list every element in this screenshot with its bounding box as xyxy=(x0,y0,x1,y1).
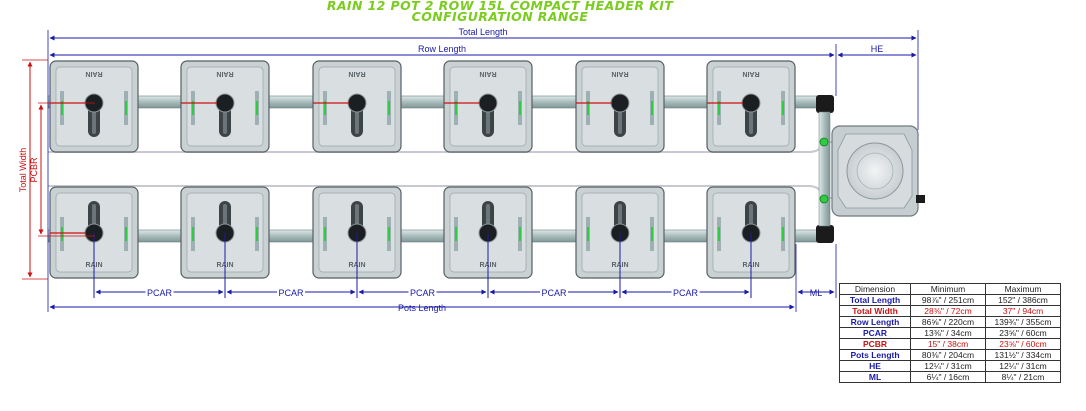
pot-top-1: RAIN xyxy=(49,60,139,153)
pcar-dimension-1: PCAR xyxy=(95,287,224,298)
pot-brand-label: RAIN xyxy=(742,70,759,77)
pot-top-3: RAIN xyxy=(312,60,402,153)
pot-bottom-4: RAIN xyxy=(443,186,533,298)
dimension-name-cell: Pots Length xyxy=(839,349,911,361)
maximum-cell: 12¼" / 31cm xyxy=(985,360,1061,372)
dimension-name-cell: Total Length xyxy=(839,294,911,306)
total-length-dimension: Total Length xyxy=(47,27,919,312)
green-fitting-top xyxy=(819,137,829,147)
col-header-dimension: Dimension xyxy=(839,283,911,295)
elbow-top xyxy=(816,95,834,113)
total-length-label: Total Length xyxy=(458,27,507,37)
pot-top-2: RAIN xyxy=(180,60,270,153)
pcar-label: PCAR xyxy=(278,288,304,298)
pot-bottom-3: RAIN xyxy=(312,186,402,298)
pot-brand-label: RAIN xyxy=(216,70,233,77)
minimum-cell: 28⅜" / 72cm xyxy=(910,305,986,317)
maximum-cell: 8¼" / 21cm xyxy=(985,371,1061,383)
ml-label: ML xyxy=(810,288,823,298)
pot-top-4: RAIN xyxy=(443,60,533,153)
total-width-label: Total Width xyxy=(18,148,28,193)
pot-brand-label: RAIN xyxy=(479,70,496,77)
dimension-name-cell: ML xyxy=(839,371,911,383)
header-tank xyxy=(831,125,925,217)
minimum-cell: 86⅝" / 220cm xyxy=(910,316,986,328)
pots-length-label: Pots Length xyxy=(398,303,446,313)
title-line-1: RAIN 12 POT 2 ROW 15L COMPACT HEADER KIT xyxy=(326,0,674,13)
row-length-label: Row Length xyxy=(418,44,466,54)
vertical-return-pipe xyxy=(818,111,831,227)
pot-brand-label: RAIN xyxy=(348,70,365,77)
table-header-row: Dimension Minimum Maximum xyxy=(839,283,1061,295)
pots-length-dimension: Pots Length xyxy=(49,303,795,313)
pcar-dimensions: PCAR PCAR PCAR PCAR PCAR xyxy=(95,287,750,298)
dimension-name-cell: Total Width xyxy=(839,305,911,317)
he-dimension: HE xyxy=(837,44,917,58)
minimum-cell: 98⅞" / 251cm xyxy=(910,294,986,306)
pcar-label: PCAR xyxy=(147,288,173,298)
pcbr-label: PCBR xyxy=(29,157,39,183)
pot-bottom-1: RAIN xyxy=(49,186,139,298)
pcar-label: PCAR xyxy=(541,288,567,298)
pot-bottom-6: RAIN xyxy=(706,186,796,298)
minimum-cell: 15" / 38cm xyxy=(910,338,986,350)
minimum-cell: 13⅜" / 34cm xyxy=(910,327,986,339)
col-header-maximum: Maximum xyxy=(985,283,1061,295)
pcar-dimension-2: PCAR xyxy=(226,287,356,298)
elbow-bottom xyxy=(816,225,834,243)
pot-brand-label: RAIN xyxy=(85,70,102,77)
maximum-cell: 37" / 94cm xyxy=(985,305,1061,317)
pcar-dimension-3: PCAR xyxy=(358,287,487,298)
minimum-cell: 6¼" / 16cm xyxy=(910,371,986,383)
maximum-cell: 139¾" / 355cm xyxy=(985,316,1061,328)
title-line-2: CONFIGURATION RANGE xyxy=(411,9,589,24)
minimum-cell: 80⅜" / 204cm xyxy=(910,349,986,361)
maximum-cell: 152" / 386cm xyxy=(985,294,1061,306)
pot-bottom-2: RAIN xyxy=(180,186,270,298)
diagram-title: RAIN 12 POT 2 ROW 15L COMPACT HEADER KIT… xyxy=(0,0,1000,24)
pot-grid: RAIN RAIN RAIN RAIN RAIN RAIN RAIN RAIN RAIN RAIN… xyxy=(49,60,796,298)
row-length-dimension: Row Length xyxy=(49,44,837,96)
pcar-dimension-5: PCAR xyxy=(621,287,750,298)
pcbr-dimension: PCBR xyxy=(29,102,95,237)
maximum-cell: 131½" / 334cm xyxy=(985,349,1061,361)
pot-top-5: RAIN xyxy=(575,60,665,153)
pot-top-6: RAIN xyxy=(706,60,796,153)
dimension-name-cell: Row Length xyxy=(839,316,911,328)
maximum-cell: 23⅝" / 60cm xyxy=(985,338,1061,350)
he-label: HE xyxy=(871,44,884,54)
maximum-cell: 23⅝" / 60cm xyxy=(985,327,1061,339)
total-width-dimension: Total Width xyxy=(18,59,48,280)
pcar-dimension-4: PCAR xyxy=(489,287,619,298)
pot-brand-label: RAIN xyxy=(611,70,628,77)
col-header-minimum: Minimum xyxy=(910,283,986,295)
pcar-label: PCAR xyxy=(410,288,436,298)
dimension-name-cell: PCAR xyxy=(839,327,911,339)
pcar-label: PCAR xyxy=(673,288,699,298)
ml-dimension: ML xyxy=(795,244,837,312)
minimum-cell: 12¼" / 31cm xyxy=(910,360,986,372)
pot-bottom-5: RAIN xyxy=(575,186,665,298)
dimension-name-cell: HE xyxy=(839,360,911,372)
dimension-name-cell: PCBR xyxy=(839,338,911,350)
green-fitting-bottom xyxy=(819,194,829,204)
